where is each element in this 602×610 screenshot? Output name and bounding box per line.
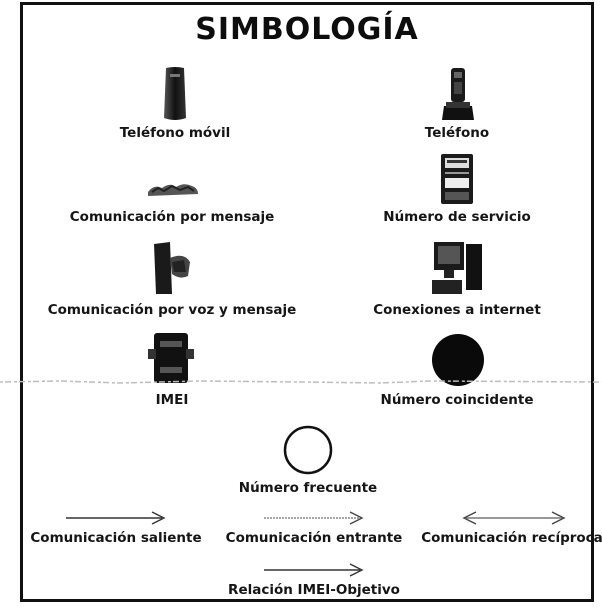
label-numero-coincidente: Número coincidente: [380, 392, 534, 408]
mobile-phone-icon: [164, 67, 186, 120]
scan-noise-line: [0, 380, 602, 384]
outgoing-arrow: [66, 511, 166, 525]
label-comunicacion-saliente: Comunicación saliente: [30, 530, 202, 546]
label-imei: IMEI: [155, 392, 189, 408]
label-comunicacion-voz-mensaje: Comunicación por voz y mensaje: [47, 302, 297, 318]
label-comunicacion-reciproca: Comunicación recíproca: [421, 530, 602, 546]
label-comunicacion-mensaje: Comunicación por mensaje: [69, 209, 275, 225]
incoming-arrow: [264, 511, 364, 525]
legend-frame: [20, 2, 594, 602]
desk-phone-icon: [442, 68, 474, 120]
service-number-icon: [441, 154, 473, 204]
reciprocal-arrow: [462, 511, 566, 525]
imei-target-arrow: [264, 563, 364, 577]
label-numero-servicio: Número de servicio: [383, 209, 531, 225]
label-relacion-imei-objetivo: Relación IMEI-Objetivo: [228, 582, 400, 598]
label-telefono: Teléfono: [424, 125, 490, 141]
filled-circle-icon: [432, 334, 484, 386]
label-comunicacion-entrante: Comunicación entrante: [225, 530, 403, 546]
label-telefono-movil: Teléfono móvil: [119, 125, 231, 141]
label-numero-frecuente: Número frecuente: [238, 480, 378, 496]
hollow-circle-icon: [283, 425, 333, 475]
legend-title: SIMBOLOGÍA: [195, 12, 419, 47]
imei-chip-icon: [148, 333, 194, 383]
computer-icon: [432, 242, 482, 294]
label-conexiones-internet: Conexiones a internet: [373, 302, 541, 318]
message-icon: [148, 184, 198, 196]
voice-message-icon: [154, 242, 190, 294]
